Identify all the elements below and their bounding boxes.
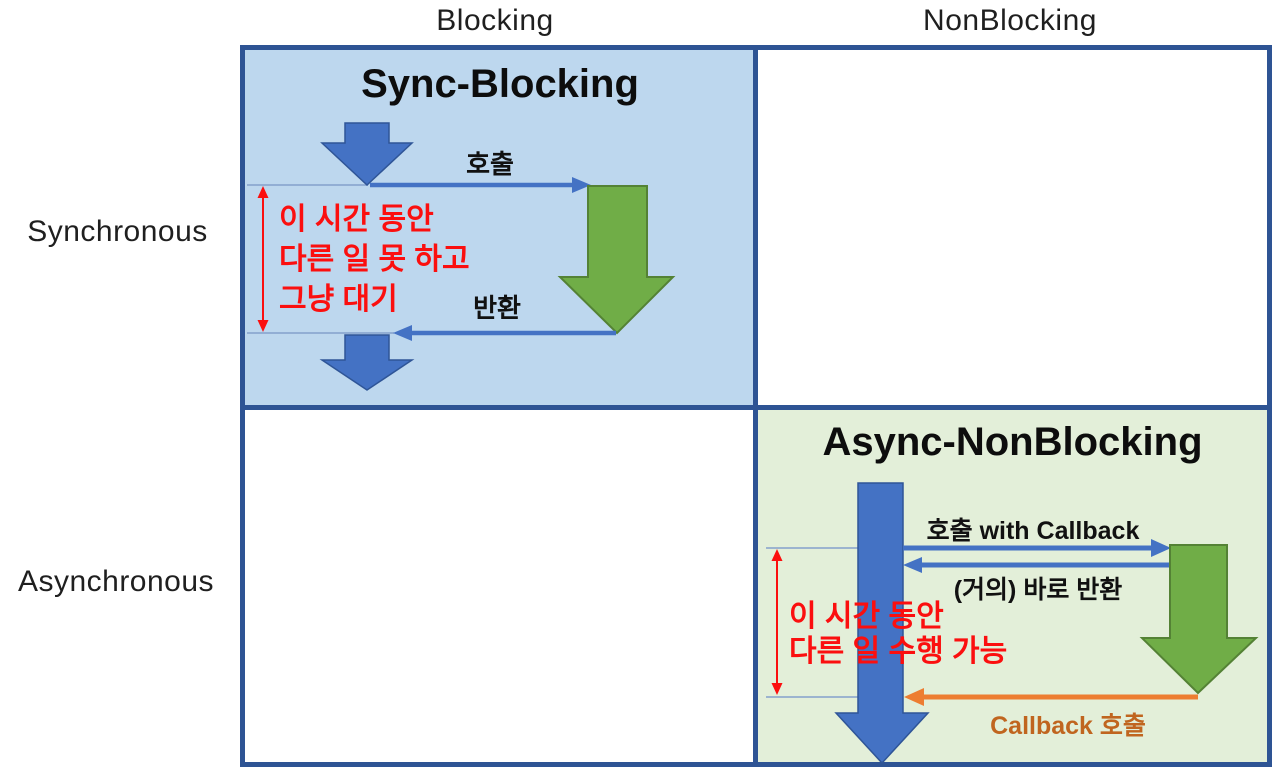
async-nonblocking-title: Async-NonBlocking (822, 420, 1203, 464)
row-header-asynchronous: Asynchronous (17, 565, 215, 598)
column-header-blocking: Blocking (436, 4, 554, 37)
callback-arrow-label: Callback 호출 (990, 712, 1146, 740)
cell-sync-nonblocking (758, 50, 1267, 405)
sync-wait-note-line: 그냥 대기 (279, 283, 398, 316)
return-arrow-label: 반환 (473, 293, 521, 323)
grid-divider-horizontal (245, 405, 1267, 410)
row-header-synchronous: Synchronous (27, 215, 208, 248)
sync-wait-note-line: 다른 일 못 하고 (279, 243, 470, 276)
column-header-nonblocking: NonBlocking (923, 4, 1097, 37)
sync-wait-note-line: 이 시간 동안 (279, 203, 434, 236)
async-return-arrow-label: (거의) 바로 반환 (953, 576, 1123, 604)
async-free-note-line: 이 시간 동안 (789, 600, 944, 633)
grid-border (240, 45, 1272, 767)
async-free-note: 이 시간 동안 다른 일 수행 가능 (789, 599, 1007, 669)
call-arrow-label: 호출 (466, 149, 514, 179)
async-call-arrow-label: 호출 with Callback (926, 517, 1140, 545)
async-free-note-line: 다른 일 수행 가능 (789, 635, 1008, 668)
sync-wait-note: 이 시간 동안 다른 일 못 하고 그냥 대기 (279, 200, 470, 320)
sync-blocking-title: Sync-Blocking (361, 62, 639, 106)
cell-async-blocking (245, 410, 753, 762)
